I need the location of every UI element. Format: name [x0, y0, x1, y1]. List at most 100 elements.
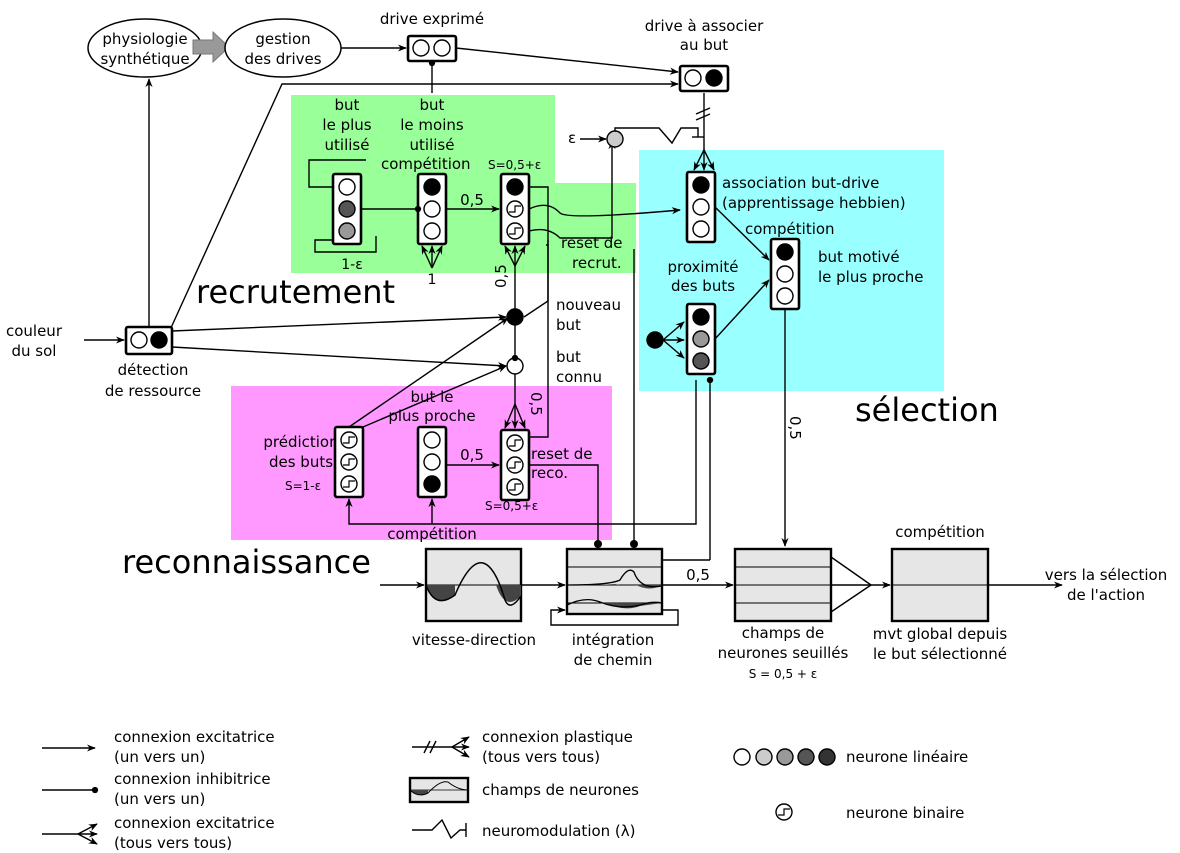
threshold-fields-formula: S = 0,5 + ε: [749, 667, 818, 681]
most-used-line-3: utilisé: [325, 136, 370, 154]
most-used-line-1: but: [335, 96, 360, 114]
legend-inhibitory-2: (un vers un): [114, 790, 205, 808]
threshold-fields: 0,5 champs de neurones seuillés S = 0,5 …: [662, 547, 891, 681]
physiology-line-1: physiologie: [102, 30, 187, 48]
legend-binary-neuron: neurone binaire: [846, 804, 964, 822]
global-movement-line-2: le but sélectionné: [873, 645, 1007, 663]
drives-line-2: des drives: [244, 50, 321, 68]
legend-linear-neuron: neurone linéaire: [846, 748, 968, 766]
drive-associate-line-2: au but: [680, 36, 728, 54]
recruit-vertical-weight: 0,5: [492, 264, 510, 288]
epsilon-neuron: ε: [568, 127, 704, 148]
association-layer: association but-drive (apprentissage heb…: [685, 170, 906, 244]
recruitment-connections: 1-ε 0,5 1 0,5: [308, 140, 681, 315]
reset-recog-line-2: reco.: [531, 464, 568, 482]
legend-plastic-2: (tous vers tous): [482, 748, 600, 766]
legend: connexion excitatrice (un vers un) conne…: [42, 728, 968, 852]
recruit-threshold-label: S=0,5+ε: [488, 158, 541, 172]
detection-line-1: détection: [118, 361, 189, 379]
prediction-line-1: prédiction: [263, 433, 338, 451]
proximity-line-1: proximité: [667, 258, 738, 276]
integration-line-1: intégration: [572, 631, 654, 649]
goal-prediction-layer: [333, 425, 365, 499]
legend-excitatory-all-1: connexion excitatrice: [114, 814, 275, 832]
epsilon-label: ε: [568, 129, 576, 147]
drives-management-block: gestion des drives: [224, 18, 342, 78]
plastic-connection-drive: [693, 93, 715, 171]
prediction-threshold: S=1-ε: [285, 479, 321, 493]
new-goal-line-1: nouveau: [556, 296, 621, 314]
legend-neuromodulation: neuromodulation (λ): [482, 822, 636, 840]
speed-direction-label: vitesse-direction: [412, 631, 536, 649]
motivated-line-2: le plus proche: [818, 268, 923, 286]
integration-curve-fill-1: [567, 584, 662, 589]
to-action-line-2: de l'action: [1067, 586, 1145, 604]
region-title-recruitment: recrutement: [196, 273, 395, 311]
region-title-recognition: reconnaissance: [122, 543, 371, 581]
recruit-competition-label: compétition: [381, 155, 471, 173]
top-connections: [145, 44, 679, 331]
one-label: 1: [428, 272, 437, 288]
recruitment-zone: [291, 95, 636, 273]
recog-binary-layer: [499, 428, 531, 502]
recog-weight-label: 0,5: [460, 446, 484, 464]
legend-plastic-1: connexion plastique: [482, 728, 633, 746]
global-movement-field: compétition mvt global depuis le but sél…: [873, 523, 1167, 663]
drive-to-associate-layer: drive à associer au but: [645, 17, 764, 93]
selection-competition-label: compétition: [745, 220, 835, 238]
threshold-fields-line-2: neurones seuillés: [718, 644, 849, 662]
speed-direction-field: vitesse-direction: [380, 547, 566, 649]
integration-line-2: de chemin: [574, 651, 653, 669]
association-line-1: association but-drive: [722, 174, 879, 192]
recog-vertical-weight: 0,5: [527, 392, 545, 416]
recog-competition-label: compétition: [387, 525, 477, 543]
reset-recog-line-1: reset de: [531, 445, 593, 463]
least-used-line-1: but: [420, 96, 445, 114]
legend-excitatory-all-2: (tous vers tous): [114, 834, 232, 852]
known-goal-line-2: connu: [556, 368, 602, 386]
physiology-block: physiologie synthétique: [87, 18, 203, 78]
region-title-selection: sélection: [855, 391, 999, 429]
recruit-weight-label: 0,5: [460, 191, 484, 209]
prediction-line-2: des buts: [269, 453, 333, 471]
expressed-drive-label: drive exprimé: [380, 10, 484, 28]
most-used-goal-layer: [331, 172, 363, 246]
recruit-binary-layer: [499, 172, 531, 246]
recognition-connections: 0,5 compétition: [345, 240, 697, 548]
resource-detection-layer: couleur du sol détection de ressource: [6, 322, 201, 400]
legend-inhibitory-1: connexion inhibitrice: [114, 770, 271, 788]
drive-associate-line-1: drive à associer: [645, 17, 764, 35]
legend-neural-fields: champs de neurones: [482, 781, 639, 799]
motivated-line-1: but motivé: [818, 248, 900, 266]
global-movement-line-1: mvt global depuis: [873, 625, 1008, 643]
most-used-line-2: le plus: [322, 116, 371, 134]
legend-excitatory-1: connexion excitatrice: [114, 728, 275, 746]
least-used-line-2: le moins: [400, 116, 464, 134]
nearest-goal-line-2: plus proche: [388, 407, 475, 425]
field-weight-label: 0,5: [686, 566, 710, 584]
reset-recruit-line-2: recrut.: [572, 254, 622, 272]
recog-threshold: S=0,5+ε: [485, 499, 538, 513]
new-goal-neuron: nouveau but: [506, 296, 621, 334]
least-used-line-3: utilisé: [410, 136, 455, 154]
physiology-line-2: synthétique: [100, 50, 189, 68]
selection-vertical-weight: 0,5: [786, 416, 804, 440]
expressed-drive-layer: drive exprimé: [380, 10, 484, 63]
reset-recruit-line-1: reset de: [561, 234, 623, 252]
physiology-to-drives-arrow: [192, 30, 230, 64]
proximity-line-2: des buts: [671, 277, 735, 295]
path-integration-field: intégration de chemin: [550, 540, 710, 669]
known-goal-neuron: but connu: [506, 348, 602, 386]
to-action-line-1: vers la sélection: [1045, 566, 1167, 584]
least-used-goal-layer: [416, 172, 448, 246]
new-goal-line-2: but: [556, 316, 581, 334]
one-minus-epsilon-label: 1-ε: [341, 257, 363, 273]
global-competition-label: compétition: [895, 523, 985, 541]
ground-color-line-2: du sol: [12, 342, 57, 360]
detection-line-2: de ressource: [105, 382, 201, 400]
legend-excitatory-2: (un vers un): [114, 748, 205, 766]
proximity-layer: [685, 302, 717, 376]
ground-color-line-1: couleur: [6, 322, 63, 340]
threshold-fields-line-1: champs de: [742, 624, 824, 642]
